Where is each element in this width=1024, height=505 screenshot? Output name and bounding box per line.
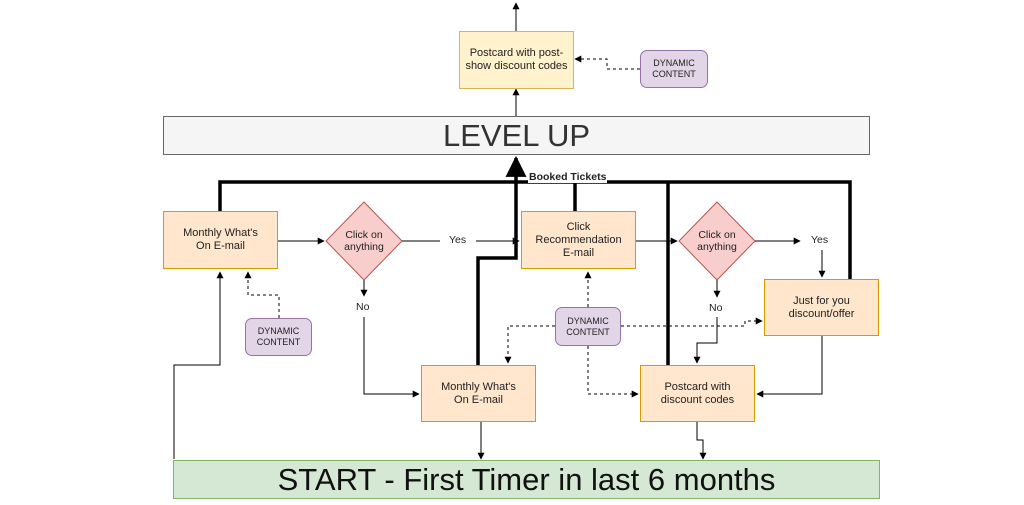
dynamic-content-left[interactable]: DYNAMIC CONTENT	[245, 318, 312, 356]
decision-1-label: Click on anything	[344, 229, 384, 253]
dynamic-left-label: DYNAMIC CONTENT	[256, 326, 301, 347]
postcard-top-label: Postcard with post- show discount codes	[465, 47, 568, 72]
start-text: START - First Timer in last 6 months	[277, 461, 776, 497]
edge-no1-to-email2	[363, 317, 420, 398]
monthly-email-2-label: Monthly What's On E-mail	[441, 380, 516, 406]
click-recommendation-label: Click Recommendation E-mail	[535, 220, 622, 259]
edge-label-yes-2: Yes	[811, 234, 829, 246]
level-up-banner[interactable]: LEVEL UP	[163, 116, 870, 155]
edge-label-no-1: No	[356, 301, 370, 313]
edge-label-no-2: No	[709, 302, 723, 314]
click-recommendation-node[interactable]: Click Recommendation E-mail	[521, 211, 636, 269]
postcard-discount-node[interactable]: Postcard with discount codes	[640, 365, 755, 422]
dynamic-middle-label: DYNAMIC CONTENT	[566, 315, 610, 337]
decision-2-label: Click on anything	[697, 229, 737, 253]
dash-mid-to-postcard	[587, 346, 639, 398]
dash-mid-to-email2	[504, 325, 555, 364]
dash-top-dynamic	[574, 55, 640, 70]
monthly-email-node-1[interactable]: Monthly What's On E-mail	[163, 211, 278, 269]
postcard-top-node[interactable]: Postcard with post- show discount codes	[459, 31, 574, 89]
edge-start-to-email1	[173, 271, 224, 459]
just-for-you-label: Just for you discount/offer	[788, 294, 855, 320]
just-for-you-node[interactable]: Just for you discount/offer	[764, 279, 879, 336]
monthly-email-1-label: Monthly What's On E-mail	[183, 227, 258, 252]
edge-label-yes-1: Yes	[449, 234, 467, 246]
booked-line-email2	[476, 182, 518, 365]
start-banner[interactable]: START - First Timer in last 6 months	[173, 460, 880, 499]
dynamic-content-middle[interactable]: DYNAMIC CONTENT	[555, 307, 621, 346]
dash-left-dynamic	[244, 271, 280, 318]
edge-justforyou-to-postcard	[756, 336, 823, 398]
edge-label-booked-tickets: Booked Tickets	[528, 171, 608, 183]
dynamic-top-label: DYNAMIC CONTENT	[652, 58, 696, 79]
solid-connectors	[173, 2, 826, 460]
postcard-discount-label: Postcard with discount codes	[660, 380, 735, 406]
edge-no2-to-postcard	[693, 317, 718, 364]
dash-mid-to-justforyou	[621, 317, 763, 327]
dashed-connectors	[244, 55, 763, 398]
dynamic-content-top[interactable]: DYNAMIC CONTENT	[640, 50, 708, 88]
edge-postcard-to-start	[696, 422, 707, 460]
level-up-text: LEVEL UP	[442, 117, 591, 153]
monthly-email-node-2[interactable]: Monthly What's On E-mail	[421, 365, 536, 422]
